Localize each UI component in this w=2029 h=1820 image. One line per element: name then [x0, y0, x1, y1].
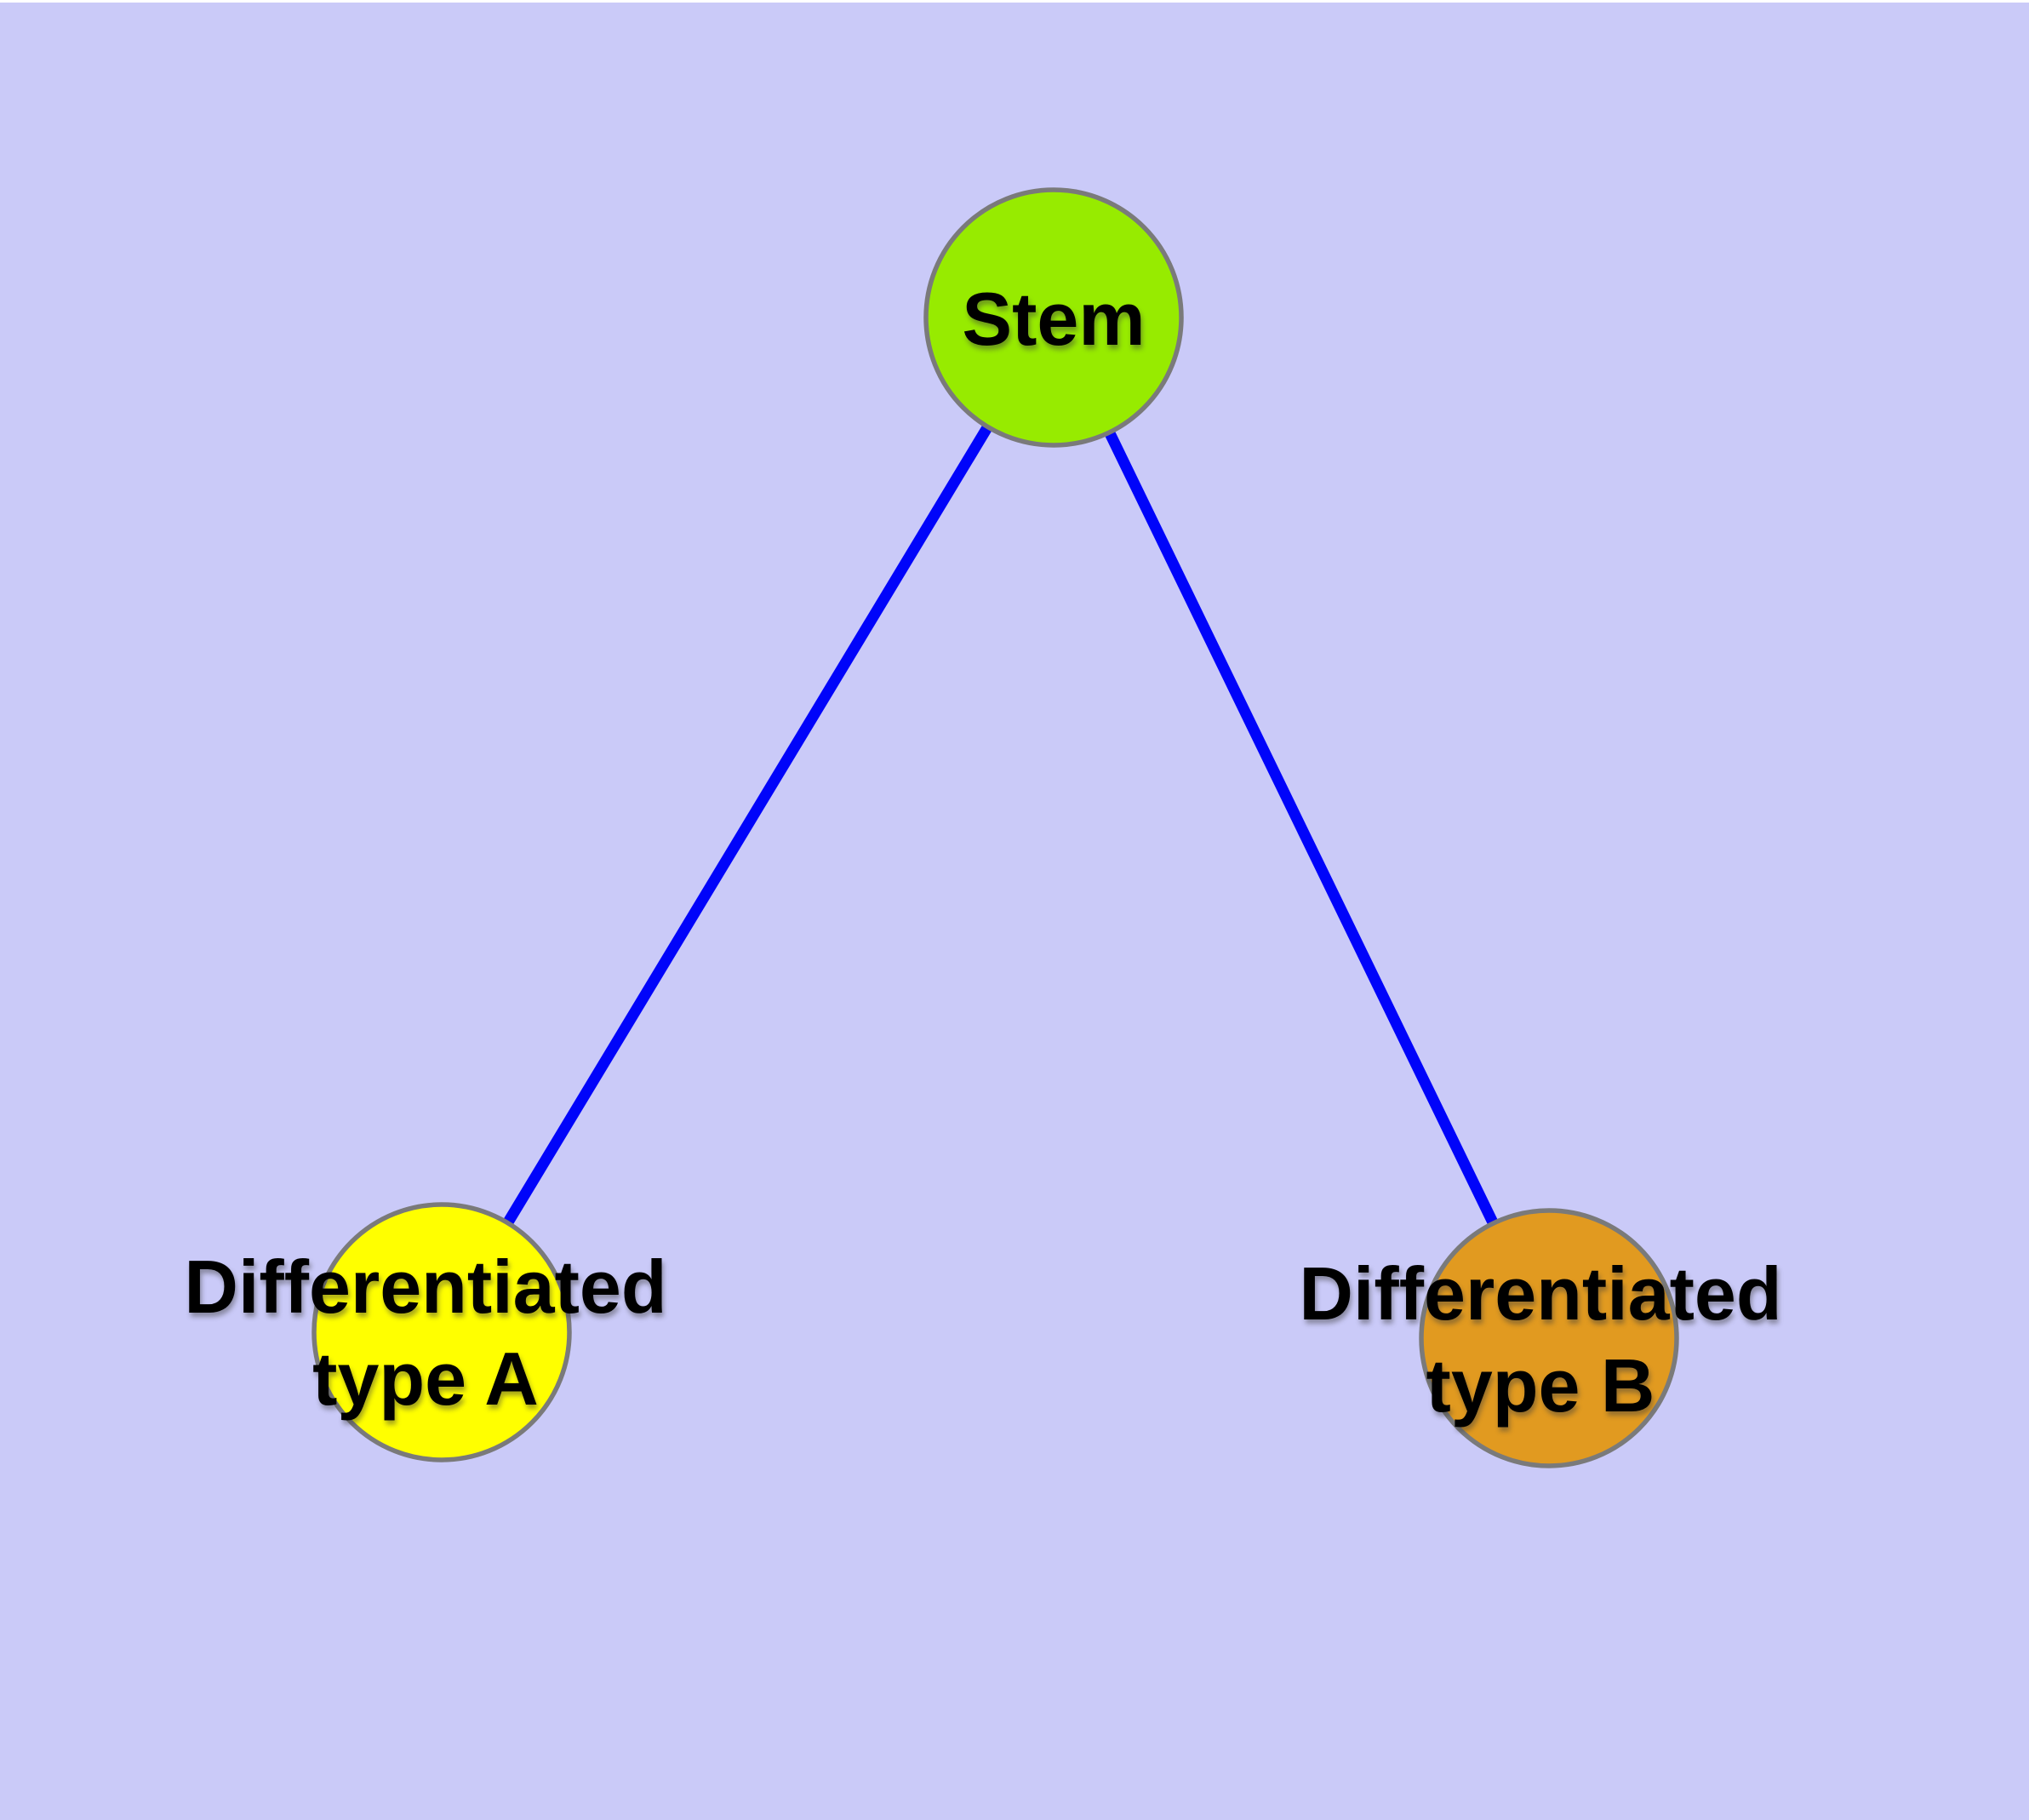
edge-stem-to-type-a: [437, 314, 1059, 1336]
node-differentiated-type-b[interactable]: [1419, 1208, 1679, 1468]
node-stem[interactable]: [923, 187, 1184, 448]
node-type-a-label-line2: type A: [312, 1336, 539, 1421]
node-type-b-label-line2: type B: [1426, 1343, 1655, 1428]
node-stem-label: Stem: [962, 277, 1145, 361]
node-type-a-label-line1: Differentiated: [184, 1245, 666, 1329]
node-type-b-label-line1: Differentiated: [1299, 1251, 1781, 1336]
node-layer: [311, 187, 1679, 1468]
edge-stem-to-type-b: [1049, 315, 1554, 1341]
label-layer: Stem Differentiated type A Differentiate…: [184, 277, 1781, 1428]
node-differentiated-type-a[interactable]: [311, 1202, 572, 1462]
top-border-strip: [0, 0, 2029, 3]
edge-layer: [437, 314, 1554, 1341]
